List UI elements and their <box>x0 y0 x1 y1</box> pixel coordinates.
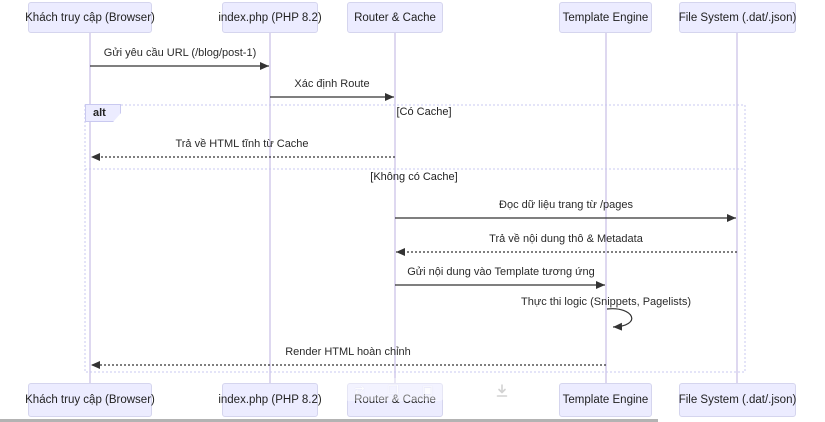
message-label-request-url: Gửi yêu cầu URL (/blog/post-1) <box>103 47 257 59</box>
arrow-self-loop <box>606 308 633 331</box>
alt-frame-tag-label: alt <box>93 107 106 119</box>
download-icon[interactable] <box>492 382 512 400</box>
actor-label: Template Engine <box>562 394 649 406</box>
message-label-send-to-template: Gửi nội dung vào Template tương ứng <box>407 266 595 278</box>
actor-label: File System (.dat/.json) <box>678 11 797 24</box>
message-label-resolve-route: Xác định Route <box>294 78 370 90</box>
actor-bottom-index-php: index.php (PHP 8.2) <box>218 383 322 417</box>
actor-label: Khách truy cập (Browser) <box>25 394 155 406</box>
actor-label: Router & Cache <box>354 394 436 406</box>
download-icon-glyph <box>496 384 508 397</box>
alt-frame-tag: alt <box>85 104 121 122</box>
actor-label: Router & Cache <box>354 11 436 24</box>
guard-co-cache: [Có Cache] <box>396 106 452 118</box>
message-label-read-pages: Đọc dữ liệu trang từ /pages <box>499 199 633 211</box>
horizontal-scrollbar[interactable] <box>0 419 658 422</box>
copy-icon[interactable]: ❐ <box>387 382 399 397</box>
actor-top-router-cache: Router & Cache <box>347 2 443 33</box>
actor-top-template-engine: Template Engine <box>559 2 652 33</box>
actor-bottom-router-cache: Router & Cache <box>347 383 443 417</box>
actor-label: Template Engine <box>562 11 649 24</box>
actor-bottom-template-engine: Template Engine <box>559 383 652 417</box>
swap-icon[interactable]: ⇄ <box>354 382 365 397</box>
actor-label: index.php (PHP 8.2) <box>218 394 322 406</box>
message-label-self-loop: Thực thi logic (Snippets, Pagelists) <box>521 296 691 308</box>
ghost-toolbar: ⇄ ❐ ▣ <box>343 378 445 401</box>
screenshot-icon[interactable]: ▣ <box>421 382 434 397</box>
actor-bottom-browser: Khách truy cập (Browser) <box>25 383 155 417</box>
message-label-return-raw: Trả về nội dung thô & Metadata <box>489 233 643 245</box>
actor-bottom-file-system: File System (.dat/.json) <box>679 383 796 417</box>
actor-label: File System (.dat/.json) <box>678 394 797 406</box>
actor-top-browser: Khách truy cập (Browser) <box>25 2 155 33</box>
actor-label: Khách truy cập (Browser) <box>25 11 155 24</box>
actor-top-file-system: File System (.dat/.json) <box>679 2 796 33</box>
message-label-render-html: Render HTML hoàn chỉnh <box>285 346 411 358</box>
actor-top-index-php: index.php (PHP 8.2) <box>218 2 322 33</box>
guard-khong-co-cache: [Không có Cache] <box>370 171 458 183</box>
message-label-return-cached: Trả về HTML tĩnh từ Cache <box>175 138 309 150</box>
alt-frame <box>84 104 746 373</box>
actor-label: index.php (PHP 8.2) <box>218 11 322 24</box>
